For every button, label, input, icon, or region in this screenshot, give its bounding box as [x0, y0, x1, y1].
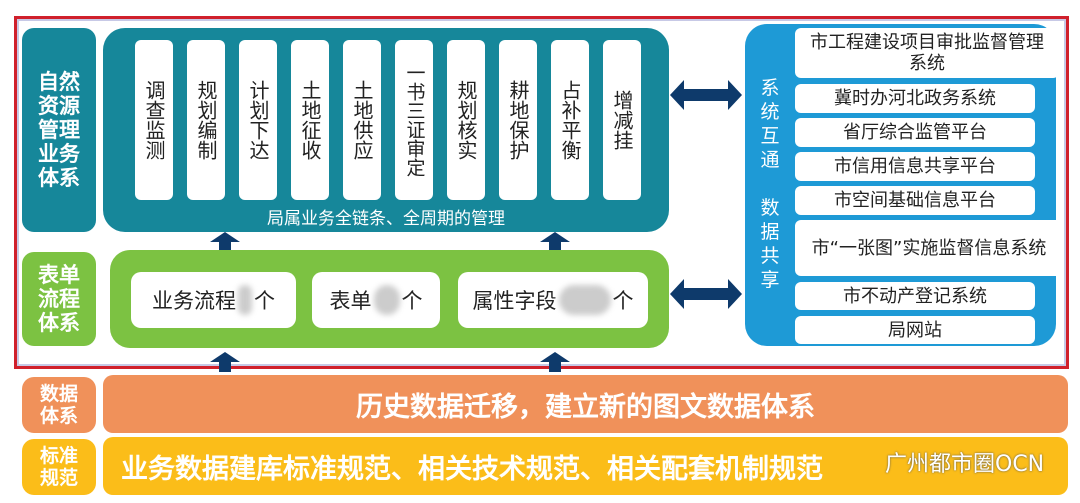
- business-column: 土地征收: [291, 40, 329, 200]
- business-column: 规划编制: [187, 40, 225, 200]
- row1-label: 自然资源管理业务体系: [22, 28, 96, 232]
- business-column: 耕地保护: [499, 40, 537, 200]
- box-prefix: 表单: [329, 289, 372, 313]
- box-prefix: 属性字段: [472, 289, 557, 313]
- systems-panel: 系统互通数据共享 市工程建设项目审批监督管理系统 冀时办河北政务系统 省厅综合监…: [745, 24, 1063, 346]
- up-arrow-icon: [210, 352, 240, 372]
- box-prefix: 业务流程: [152, 289, 236, 313]
- system-item: 市工程建设项目审批监督管理系统: [795, 28, 1059, 78]
- business-column: 调查监测: [135, 40, 173, 200]
- business-column: 占补平衡: [551, 40, 589, 200]
- up-arrow-icon: [540, 232, 570, 252]
- field-count-box: 属性字段 个: [458, 272, 648, 328]
- business-panel: 调查监测 规划编制 计划下达 土地征收 土地供应 一书三证审定 规划核实 耕地保…: [103, 28, 669, 232]
- standards-bar: 业务数据建库标准规范、相关技术规范、相关配套机制规范: [103, 437, 1068, 495]
- business-caption: 局属业务全链条、全周期的管理: [267, 209, 505, 229]
- business-column: 一书三证审定: [395, 40, 433, 200]
- system-item: 市空间基础信息平台: [795, 186, 1035, 215]
- system-item: 省厅综合监管平台: [795, 118, 1035, 147]
- double-arrow-icon: [670, 80, 742, 110]
- business-column: 计划下达: [239, 40, 277, 200]
- form-count-box: 表单 个: [312, 272, 440, 328]
- system-item: 局网站: [795, 316, 1035, 344]
- box-suffix: 个: [612, 289, 634, 313]
- double-arrow-icon: [670, 279, 742, 309]
- business-column: 增减挂: [603, 40, 641, 200]
- form-panel: 业务流程个 表单个 属性字段个: [110, 250, 669, 348]
- up-arrow-icon: [540, 352, 570, 372]
- data-system-bar: 历史数据迁移，建立新的图文数据体系: [103, 375, 1068, 433]
- process-count-box: 业务流程个: [131, 272, 296, 328]
- up-arrow-icon: [210, 232, 240, 252]
- business-column: 规划核实: [447, 40, 485, 200]
- watermark: 广州都市圈OCN: [885, 452, 1045, 477]
- row4-label: 标准规范: [22, 439, 96, 495]
- highlight-frame: [14, 16, 1069, 369]
- system-item: 市信用信息共享平台: [795, 152, 1035, 181]
- system-item: 冀时办河北政务系统: [795, 84, 1035, 113]
- standards-text: 业务数据建库标准规范、相关技术规范、相关配套机制规范: [121, 453, 823, 485]
- box-suffix: 个: [254, 289, 275, 313]
- row2-label: 表单流程体系: [22, 252, 96, 346]
- system-item: 市“一张图”实施监督信息系统: [795, 220, 1063, 276]
- box-suffix: 个: [401, 289, 423, 313]
- system-item: 市不动产登记系统: [795, 282, 1035, 310]
- systems-label: 系统互通数据共享: [760, 77, 780, 291]
- business-column: 土地供应: [343, 40, 381, 200]
- row3-label: 数据体系: [22, 377, 96, 433]
